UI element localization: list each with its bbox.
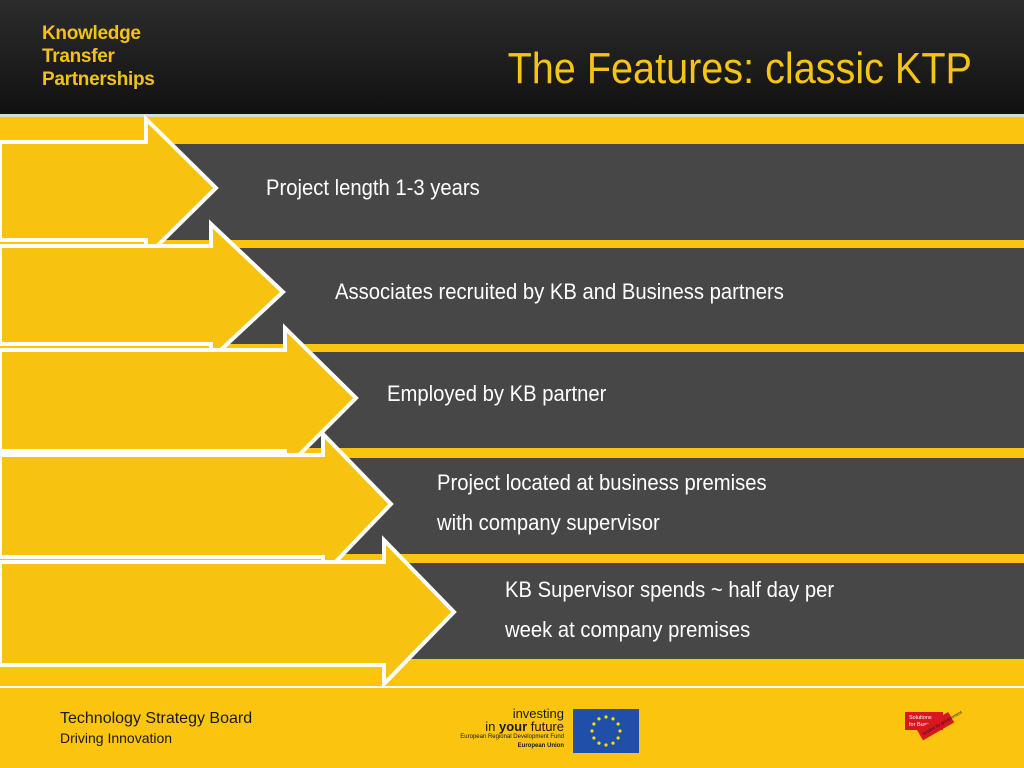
svg-text:for Business: for Business [909, 722, 940, 728]
eu-flag-icon [573, 709, 639, 753]
feature-2-line-1: Associates recruited by KB and Business … [335, 279, 784, 304]
footer-bar: Technology Strategy Board Driving Innova… [0, 688, 1024, 768]
feature-5-line-2: week at company premises [505, 617, 751, 642]
eu-star [604, 743, 608, 747]
tsb-tagline: Driving Innovation [60, 730, 173, 746]
fund-name: European Regional Development Fund [460, 734, 564, 740]
eu-star [611, 741, 615, 745]
arrow-shape-1 [0, 114, 219, 262]
feature-text-3: Employed by KB partner [387, 374, 606, 414]
feature-text-1: Project length 1-3 years [266, 168, 480, 208]
arrow-shape-2 [0, 219, 286, 364]
eu-star [616, 736, 620, 740]
ktp-logo: Knowledge Transfer Partnerships [42, 22, 155, 91]
eu-star [592, 722, 596, 726]
feature-3-line-1: Employed by KB partner [387, 381, 607, 406]
feature-5-line-1: KB Supervisor spends ~ half day per [505, 577, 835, 602]
svg-text:Solutions: Solutions [909, 715, 932, 721]
feature-text-5: KB Supervisor spends ~ half day per week… [505, 570, 834, 650]
feature-4-line-2: with company supervisor [437, 510, 660, 535]
logo-line-3: Partnerships [42, 69, 155, 90]
solutions-for-business-logo: Solutions for Business funded by governm… [905, 710, 964, 741]
eu-star [597, 717, 601, 721]
arrow-shape-3 [0, 323, 359, 474]
arrow-shape-4 [0, 429, 394, 580]
logo-line-2: Transfer [42, 46, 115, 67]
eu-star [616, 722, 620, 726]
arrow-shape-5 [0, 535, 457, 689]
feature-text-2: Associates recruited by KB and Business … [335, 272, 784, 312]
header-bar: Knowledge Transfer Partnerships The Feat… [0, 0, 1024, 114]
investing-logo: investing in your future European Region… [452, 707, 564, 750]
eu-star [618, 729, 622, 733]
eu-star [590, 729, 594, 733]
feature-text-4: Project located at business premises wit… [437, 463, 767, 543]
header-divider [0, 114, 1024, 117]
eu-star [597, 741, 601, 745]
eu-star [611, 717, 615, 721]
feature-1-line-1: Project length 1-3 years [266, 175, 480, 200]
investing-line-2: in your future [485, 719, 564, 734]
slide-title: The Features: classic KTP [507, 44, 972, 93]
eu-star [604, 715, 608, 719]
investing-line-1: investing [512, 706, 564, 721]
eu-star [592, 736, 596, 740]
logo-line-1: Knowledge [42, 23, 141, 44]
feature-4-line-1: Project located at business premises [437, 470, 767, 495]
eu-name: European Union [517, 743, 564, 749]
tsb-name: Technology Strategy Board [60, 710, 253, 727]
footer-divider [0, 686, 1024, 688]
